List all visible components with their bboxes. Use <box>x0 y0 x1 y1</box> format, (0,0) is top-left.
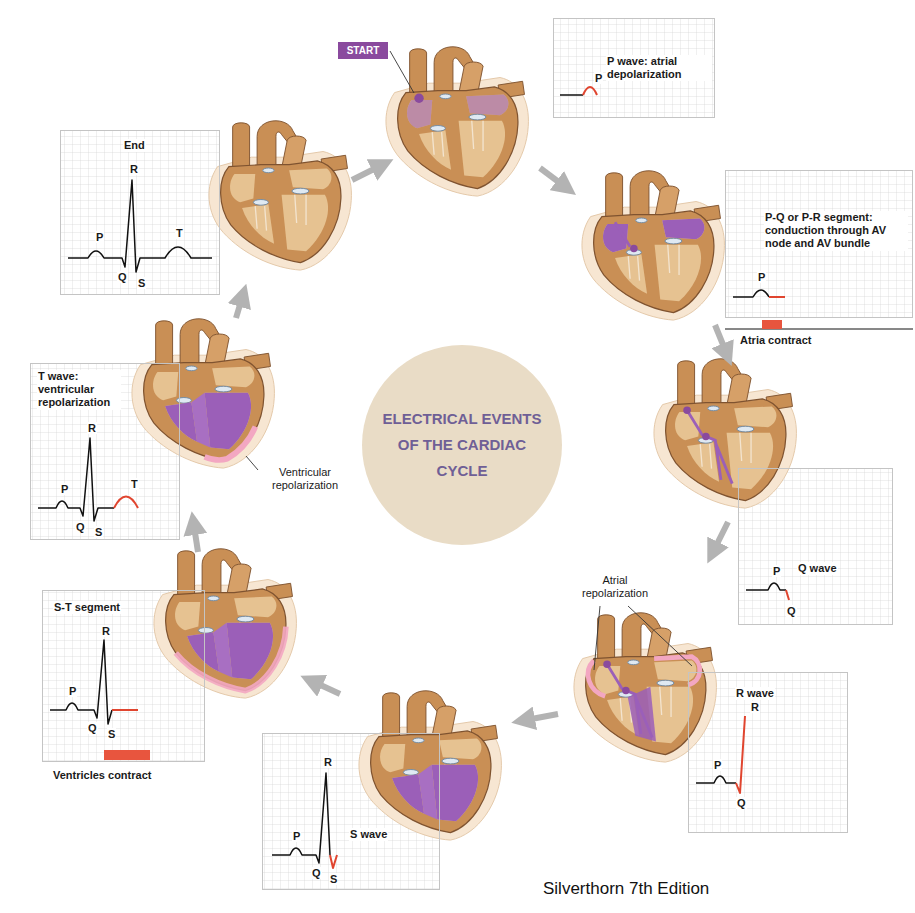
wave-letter: P <box>95 231 104 243</box>
wave-letter: P <box>594 72 603 84</box>
phase-caption: Atria contract <box>740 334 812 346</box>
ecg-panel: P Q waveQ <box>738 468 893 625</box>
callout-label: Atrial repolarization <box>572 574 658 600</box>
callout-label: Ventricular repolarization <box>262 466 348 492</box>
wave-letter: R <box>87 422 97 434</box>
source-credit: Silverthorn 7th Edition <box>543 879 709 899</box>
wave-title: S wave <box>349 828 388 841</box>
wave-letter: T <box>175 227 184 239</box>
wave-title: Q wave <box>797 562 838 575</box>
ecg-panel: T wave: ventricular repolarizationR P T QS <box>30 363 180 540</box>
start-badge-text: START <box>347 45 380 56</box>
wave-letter: P <box>292 830 301 842</box>
ecg-panel: R P S waveQS <box>262 733 440 890</box>
wave-letter: Q <box>311 867 322 879</box>
wave-letter: T <box>130 478 139 490</box>
ecg-panel: P wave: atrial depolarizationP <box>553 18 715 118</box>
ecg-panel: P-Q or P-R segment: conduction through A… <box>725 170 913 318</box>
wave-letter: R <box>101 625 111 637</box>
wave-letter: S <box>137 277 146 289</box>
wave-letter: Q <box>117 271 128 283</box>
wave-letter: Q <box>786 605 797 617</box>
wave-title: P wave: atrial depolarization <box>606 55 712 81</box>
wave-letter: P <box>757 271 766 283</box>
wave-letter: Q <box>736 797 747 809</box>
wave-title: R wave <box>735 687 775 700</box>
wave-letter: S <box>107 728 116 740</box>
start-badge: START <box>338 42 388 59</box>
wave-title: S-T segment <box>53 601 121 614</box>
wave-letter: P <box>772 565 781 577</box>
ecg-panel: R waveR P Q <box>688 672 848 833</box>
wave-letter: Q <box>75 521 86 533</box>
center-circle: ELECTRICAL EVENTS OF THE CARDIAC CYCLE <box>362 345 562 545</box>
wave-letter: P <box>68 685 77 697</box>
ecg-panel: EndR P T QS <box>60 130 220 295</box>
wave-letter: Q <box>87 722 98 734</box>
wave-letter: S <box>94 526 103 538</box>
wave-letter: P <box>60 483 69 495</box>
wave-letter: R <box>129 163 139 175</box>
wave-title: End <box>123 139 146 152</box>
wave-title: P-Q or P-R segment: conduction through A… <box>764 211 908 251</box>
center-title: ELECTRICAL EVENTS OF THE CARDIAC CYCLE <box>382 406 542 485</box>
wave-letter: S <box>329 873 338 885</box>
ecg-panel: S-T segmentRPQSVentricles contract <box>42 590 205 762</box>
wave-title: T wave: ventricular repolarization <box>37 370 121 410</box>
wave-letter: R <box>323 756 333 768</box>
wave-letter: P <box>713 759 722 771</box>
wave-letter: R <box>750 701 760 713</box>
phase-caption: Ventricles contract <box>53 769 151 781</box>
